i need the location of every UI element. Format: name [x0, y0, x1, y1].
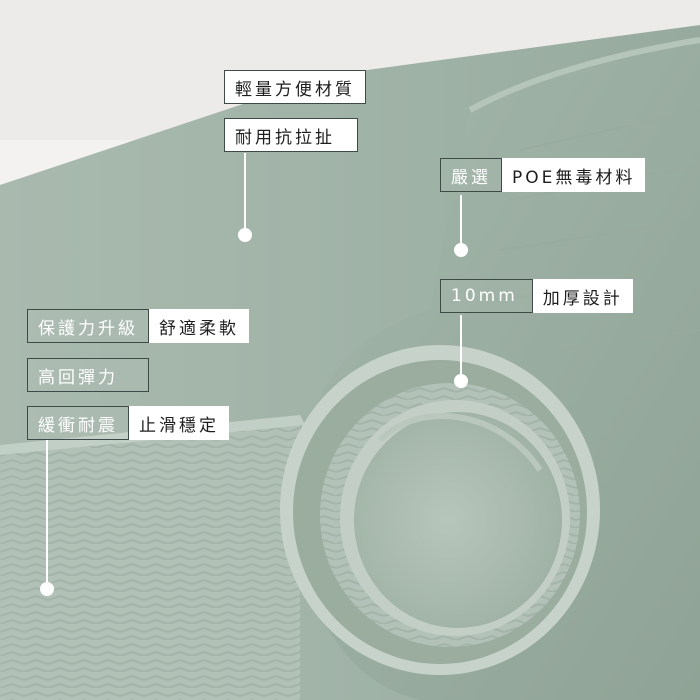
label-lightweight: 輕量方便材質: [224, 70, 366, 104]
leader-dot-top: [238, 228, 252, 242]
leader-dot-right2: [454, 374, 468, 388]
label-protection-key: 保護力升級: [27, 309, 149, 343]
label-thickness-value: 加厚設計: [532, 279, 633, 313]
label-poe-material: 嚴選 POE無毒材料: [440, 158, 646, 192]
label-poe-key: 嚴選: [440, 158, 502, 192]
label-protection-value: 舒適柔軟: [149, 309, 249, 343]
leader-line-right2: [460, 315, 462, 377]
leader-line-left: [46, 440, 48, 585]
label-rebound-text: 高回彈力: [27, 358, 149, 392]
leader-line-right1: [460, 195, 462, 250]
label-rebound: 高回彈力: [27, 358, 149, 392]
label-cushion: 緩衝耐震 止滑穩定: [27, 406, 229, 440]
label-durable-text: 耐用抗拉扯: [224, 118, 358, 152]
leader-line-top: [244, 153, 246, 233]
leader-dot-left: [40, 582, 54, 596]
leader-dot-right1: [454, 243, 468, 257]
label-lightweight-text: 輕量方便材質: [224, 70, 366, 104]
label-thickness: 10mm 加厚設計: [440, 279, 633, 313]
label-poe-value: POE無毒材料: [502, 158, 646, 192]
label-protection: 保護力升級 舒適柔軟: [27, 309, 249, 343]
label-thickness-key: 10mm: [440, 279, 533, 313]
label-durable: 耐用抗拉扯: [224, 118, 358, 152]
label-cushion-value: 止滑穩定: [129, 406, 229, 440]
label-cushion-key: 緩衝耐震: [27, 406, 129, 440]
